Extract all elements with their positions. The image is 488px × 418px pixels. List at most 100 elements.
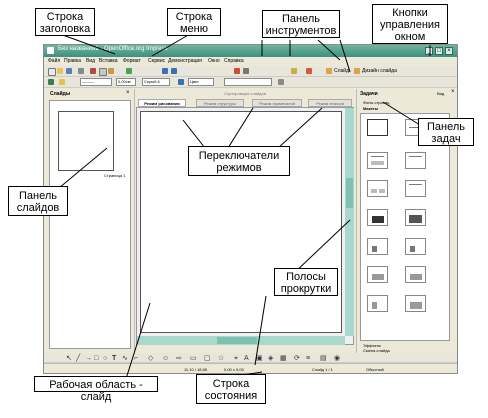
area-style-select[interactable]: Цвет	[188, 78, 214, 86]
section-effects[interactable]: Эффекты	[363, 343, 382, 348]
shadow-icon[interactable]	[278, 79, 284, 85]
cut-icon[interactable]	[90, 68, 96, 74]
menu-file[interactable]: Файл	[48, 58, 61, 64]
slides-panel: Слайды × Страница 1	[46, 89, 135, 353]
layout-vertical-1[interactable]	[367, 295, 388, 312]
star-icon[interactable]: ☆	[218, 355, 225, 362]
connector-icon[interactable]: ⌐	[134, 355, 139, 362]
text-icon[interactable]: T	[112, 355, 117, 362]
slides-panel-close-icon[interactable]: ×	[126, 90, 130, 96]
3d-icon[interactable]: ◈	[268, 355, 274, 362]
horizontal-scroll-thumb[interactable]	[217, 337, 257, 344]
area-icon[interactable]	[178, 79, 184, 85]
open-icon[interactable]	[57, 68, 63, 74]
layout-icon[interactable]	[354, 68, 360, 74]
undo-icon[interactable]	[162, 68, 168, 74]
rect-icon[interactable]: □	[94, 355, 99, 362]
menu-edit[interactable]: Правка	[64, 58, 81, 64]
spellcheck-icon[interactable]	[126, 68, 132, 74]
status-position: 11,10 / 18,65	[184, 367, 208, 372]
callout-scrollbars: Полосы прокрутки	[274, 268, 338, 296]
minimize-button[interactable]: _	[425, 47, 433, 55]
layout-chart[interactable]	[367, 209, 388, 226]
menu-help[interactable]: Справка	[224, 58, 244, 64]
line-icon[interactable]: ╱	[76, 355, 81, 362]
section-layouts[interactable]: Макеты	[363, 106, 379, 111]
layout-table[interactable]	[405, 209, 426, 226]
arrow-icon[interactable]: →	[85, 355, 92, 362]
ellipse-icon[interactable]: ○	[103, 355, 108, 362]
layout-title-content[interactable]	[367, 152, 388, 169]
table-icon[interactable]	[243, 68, 249, 74]
tab-handout-view[interactable]: Режим тезисов	[308, 99, 352, 107]
points-icon[interactable]: ⌖	[234, 355, 238, 362]
section-slide-transition[interactable]: Смена слайда	[363, 348, 390, 353]
symbol-icon[interactable]: ☺	[162, 355, 170, 362]
status-size: 0,00 x 0,00	[224, 367, 244, 372]
block-arrow-icon[interactable]: ⇨	[176, 355, 182, 362]
layout-title-text[interactable]	[405, 152, 426, 169]
extrusion-icon[interactable]: ▦	[280, 355, 287, 362]
line-style-icon[interactable]	[48, 79, 54, 85]
save-icon[interactable]	[66, 68, 72, 74]
menu-format[interactable]: Формат	[123, 58, 141, 64]
callout-title-bar: Строка заголовка	[35, 8, 95, 36]
image-icon[interactable]: ▣	[256, 355, 263, 362]
chart-icon[interactable]	[234, 68, 240, 74]
section-page-backgrounds[interactable]: Фоны страниц	[363, 100, 390, 105]
zoom-icon[interactable]	[291, 68, 297, 74]
tab-outline-view[interactable]: Режим структуры	[196, 99, 244, 107]
area-fill-select[interactable]	[224, 78, 272, 86]
tab-drawing-view[interactable]: Режим рисования	[138, 99, 186, 107]
print-icon[interactable]	[78, 68, 84, 74]
line-width-field[interactable]: 0,00см	[116, 78, 136, 86]
curve-icon[interactable]: ∿	[122, 355, 128, 362]
menu-tools[interactable]: Сервис	[148, 58, 166, 64]
maximize-button[interactable]: □	[435, 47, 443, 55]
arrow-style-icon[interactable]	[59, 79, 65, 85]
slide-design-button[interactable]: Дизайн слайда	[362, 68, 397, 74]
line-style-select[interactable]: ———	[80, 78, 112, 86]
shapes-icon[interactable]: ◇	[148, 355, 154, 362]
select-arrow-icon[interactable]: ↖	[66, 355, 72, 362]
layout-content-text[interactable]	[405, 238, 426, 255]
flowchart-icon[interactable]: ▭	[190, 355, 197, 362]
line-color-select[interactable]: Серый 6	[142, 78, 170, 86]
fontwork-icon[interactable]: A	[244, 355, 249, 362]
copy-icon[interactable]	[99, 68, 107, 76]
menu-slideshow[interactable]: Демонстрация	[168, 58, 202, 64]
slide-thumbnail-label: Страница 1	[104, 173, 126, 178]
task-pane-title: Задачи	[360, 91, 378, 97]
help-icon[interactable]	[306, 68, 312, 74]
gluepoint-icon[interactable]: ◉	[334, 355, 341, 362]
title-bar[interactable]: Без названия1 - OpenOffice.org Impress _…	[44, 45, 457, 57]
callout-icon[interactable]: ▢	[204, 355, 211, 362]
close-button[interactable]: ×	[445, 47, 453, 55]
layout-vertical-2[interactable]	[405, 295, 426, 312]
new-slide-button[interactable]: Слайд	[334, 68, 350, 74]
menu-window[interactable]: Окно	[208, 58, 220, 64]
paste-icon[interactable]	[108, 68, 114, 74]
layout-two-content[interactable]	[367, 180, 388, 197]
layout-objects-6[interactable]	[405, 266, 426, 283]
new-icon[interactable]	[48, 68, 56, 76]
vertical-scroll-thumb[interactable]	[346, 178, 353, 208]
redo-icon[interactable]	[171, 68, 177, 74]
rotate-icon[interactable]: ⟳	[294, 355, 300, 362]
vertical-scrollbar[interactable]	[345, 108, 354, 336]
layout-title-two[interactable]	[405, 180, 426, 197]
layout-objects-4[interactable]	[367, 266, 388, 283]
layout-content-chart[interactable]	[367, 238, 388, 255]
tab-notes-view[interactable]: Режим примечаний	[252, 99, 302, 107]
slide-icon[interactable]	[326, 68, 332, 74]
arrange-icon[interactable]: ▤	[320, 355, 327, 362]
task-pane-close-icon[interactable]: ×	[451, 89, 455, 95]
menu-view[interactable]: Вид	[86, 58, 96, 64]
menu-insert[interactable]: Вставка	[99, 58, 118, 64]
slides-list[interactable]: Страница 1	[49, 100, 131, 349]
slide-thumbnail[interactable]	[58, 111, 114, 171]
layout-blank[interactable]	[367, 119, 388, 136]
task-pane-view-menu[interactable]: Вид	[437, 91, 445, 96]
align-icon[interactable]: ≡	[306, 355, 311, 362]
horizontal-scrollbar[interactable]	[137, 336, 345, 345]
